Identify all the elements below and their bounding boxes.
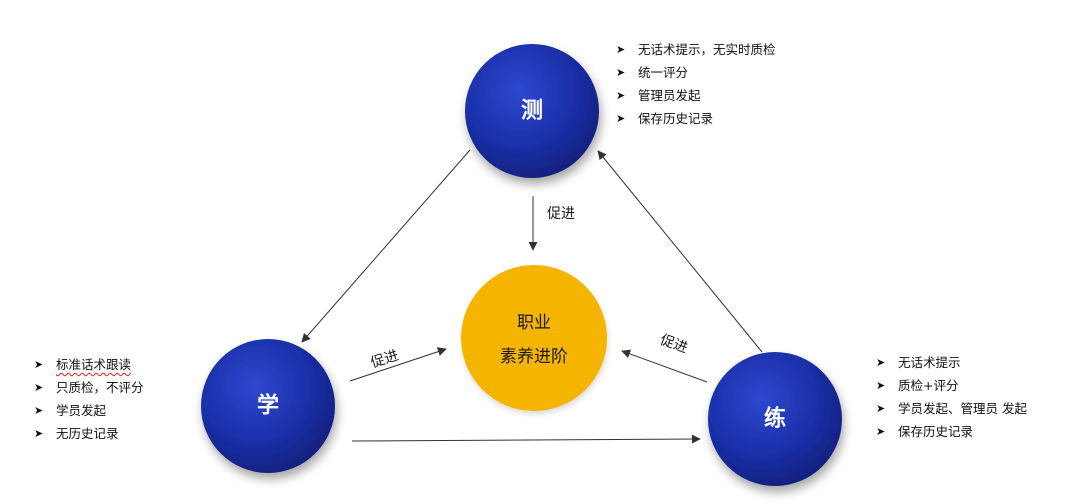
list-item-text: 学员发起、管理员 发起: [898, 401, 1027, 416]
test-feature-list: ➤ 无话术提示，无实时质检 ➤ 统一评分 ➤ 管理员发起 ➤ 保存历史记录: [616, 38, 776, 130]
list-item-text: 管理员发起: [638, 88, 701, 103]
arrow-bullet-icon: ➤: [34, 381, 44, 394]
list-item-text: 保存历史记录: [898, 424, 974, 439]
practice-feature-list: ➤ 无话术提示 ➤ 质检+评分 ➤ 学员发起、管理员 发起 ➤ 保存历史记录: [876, 351, 1027, 443]
learn-feature-list: ➤ 标准话术跟读 ➤ 只质检，不评分 ➤ 学员发起 ➤ 无历史记录: [34, 353, 144, 445]
arrow-bullet-icon: ➤: [876, 379, 886, 392]
arrow-bullet-icon: ➤: [34, 358, 44, 371]
arrow-bullet-icon: ➤: [876, 425, 886, 438]
arrow-bullet-icon: ➤: [34, 427, 44, 440]
list-item: ➤ 质检+评分: [876, 374, 1027, 397]
node-learn-label: 学: [257, 393, 279, 419]
arrow-test-to-learn: [301, 149, 471, 343]
list-item-text: 学员发起: [56, 403, 107, 418]
list-item-text: 质检+评分: [898, 378, 959, 393]
node-test: 测: [465, 44, 599, 178]
arrow-bullet-icon: ➤: [616, 66, 626, 79]
node-test-label: 测: [521, 99, 543, 124]
list-item-text: 无话术提示: [898, 355, 961, 370]
edge-label-learn-to-center: 促进: [369, 348, 401, 372]
list-item-text: 统一评分: [638, 65, 689, 80]
edge-label-practice-to-center: 促进: [658, 332, 690, 357]
arrow-learn-to-practice: [351, 434, 701, 444]
node-learn: 学: [201, 339, 335, 473]
list-item: ➤ 统一评分: [616, 61, 776, 84]
arrow-bullet-icon: ➤: [616, 89, 626, 102]
edge-label-test-to-center: 促进: [547, 206, 575, 222]
list-item: ➤ 学员发起: [34, 399, 144, 422]
list-item-text: 无话术提示，无实时质检: [638, 42, 776, 57]
center-label-line1: 职业: [517, 313, 551, 333]
list-item: ➤ 管理员发起: [616, 84, 776, 107]
list-item-text: 无历史记录: [56, 426, 119, 441]
list-item: ➤ 保存历史记录: [876, 420, 1027, 443]
list-item-text: 标准话术跟读: [56, 357, 132, 372]
arrow-bullet-icon: ➤: [616, 43, 626, 56]
list-item: ➤ 无话术提示，无实时质检: [616, 38, 776, 61]
node-practice-label: 练: [764, 406, 786, 432]
list-item: ➤ 保存历史记录: [616, 107, 776, 130]
arrow-practice-to-center: [621, 349, 708, 383]
list-item: ➤ 学员发起、管理员 发起: [876, 397, 1027, 420]
arrow-bullet-icon: ➤: [34, 404, 44, 417]
arrow-bullet-icon: ➤: [616, 112, 626, 125]
center-label-line2: 素养进阶: [500, 347, 568, 367]
arrow-bullet-icon: ➤: [876, 402, 886, 415]
list-item: ➤ 标准话术跟读: [34, 353, 144, 376]
arrow-practice-to-test: [597, 150, 763, 353]
node-practice: 练: [708, 352, 842, 486]
node-center: 职业 素养进阶: [461, 265, 607, 411]
arrow-bullet-icon: ➤: [876, 356, 886, 369]
list-item-text: 保存历史记录: [638, 111, 714, 126]
list-item: ➤ 无历史记录: [34, 422, 144, 445]
list-item: ➤ 只质检，不评分: [34, 376, 144, 399]
arrow-learn-to-center: [349, 347, 447, 382]
list-item-text: 只质检，不评分: [56, 380, 144, 395]
list-item: ➤ 无话术提示: [876, 351, 1027, 374]
